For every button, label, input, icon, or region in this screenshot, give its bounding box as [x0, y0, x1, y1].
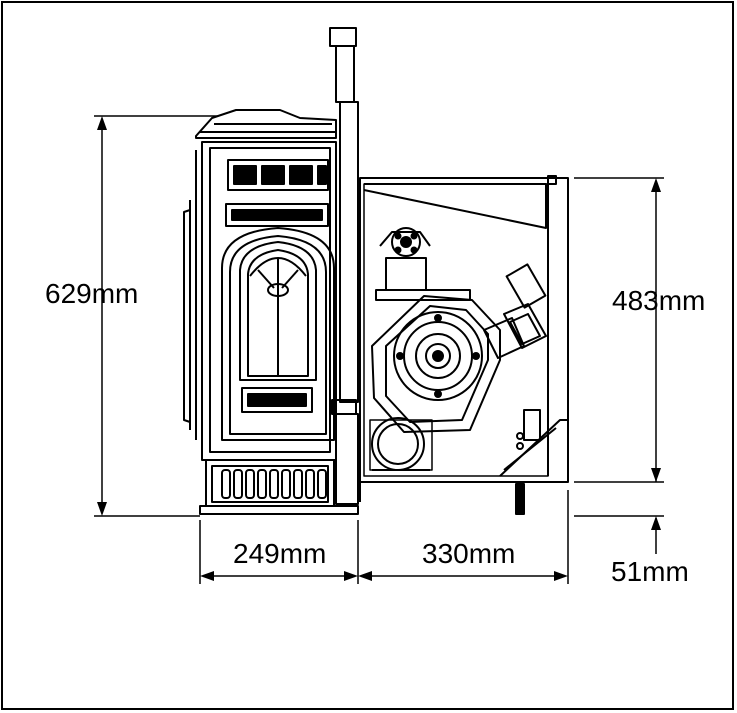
dimension-label-height-total: 629mm: [45, 278, 139, 309]
stove-side-view: [359, 175, 569, 515]
dimension-label-depth-side: 330mm: [422, 538, 516, 569]
stove-front-view: [183, 27, 359, 515]
dimension-label-leg-height: 51mm: [611, 556, 689, 587]
dimension-lines: [94, 115, 664, 584]
dimension-label-width-front: 249mm: [233, 538, 327, 569]
dimension-label-height-body: 483mm: [612, 285, 706, 316]
